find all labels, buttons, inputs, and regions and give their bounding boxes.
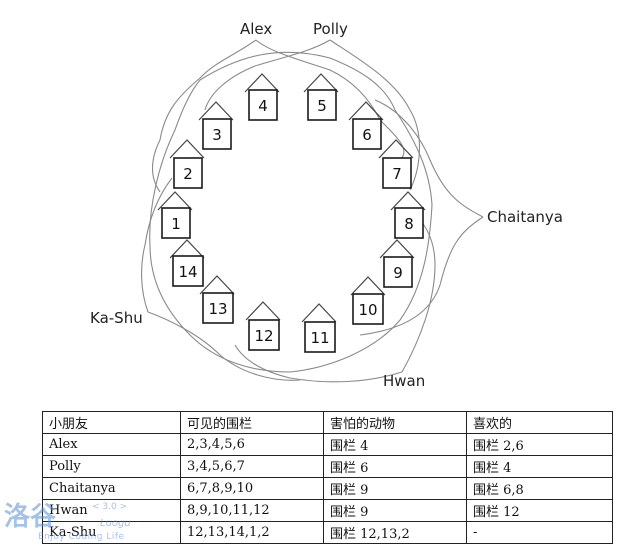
pen-3: 3 (198, 101, 234, 150)
table-row: Chaitanya 6,7,8,9,10 围栏 9 围栏 6,8 (42, 477, 613, 500)
pen-number: 9 (393, 264, 403, 282)
header-child: 小朋友 (42, 411, 181, 434)
cell-visible: 12,13,14,1,2 (180, 521, 324, 544)
children-preferences-table: 小朋友 可见的围栏 害怕的动物 喜欢的 Alex 2,3,4,5,6 围栏 4 … (42, 411, 613, 544)
pen-13: 13 (199, 275, 235, 324)
pen-number: 6 (362, 126, 372, 144)
pen-number: 4 (258, 97, 268, 115)
cell-liked: 围栏 4 (466, 455, 613, 478)
child-label-alex: Alex (240, 20, 272, 38)
cell-feared: 围栏 4 (323, 433, 467, 456)
watermark-logo: 洛谷 (4, 502, 57, 532)
zoo-pens-diagram: Alex Polly Chaitanya Hwan Ka-Shu 1 2 3 4… (90, 20, 563, 390)
cell-child: Chaitanya (42, 477, 181, 500)
pen-number: 8 (404, 215, 414, 233)
outer-enclosure (149, 51, 433, 373)
pen-number: 12 (254, 327, 273, 345)
cell-feared: 围栏 9 (323, 477, 467, 500)
kashu-sight-line (141, 177, 301, 381)
pen-10: 10 (350, 276, 386, 325)
pen-number: 1 (171, 215, 181, 233)
table-row: Hwan 8,9,10,11,12 围栏 9 围栏 12 (42, 499, 613, 522)
cell-liked: 围栏 12 (466, 499, 613, 522)
polly-sight-line (204, 39, 420, 191)
pen-number: 3 (212, 126, 222, 144)
cell-liked: - (466, 521, 613, 544)
watermark-tagline: Enjoy Coding Life (38, 532, 125, 542)
pen-2: 2 (169, 139, 205, 189)
pen-number: 2 (183, 165, 193, 183)
pen-number: 7 (392, 165, 402, 183)
cell-child: Polly (42, 455, 181, 478)
chaitanya-sight-line (359, 99, 484, 336)
child-label-hwan: Hwan (383, 372, 425, 390)
cell-liked: 围栏 6,8 (466, 477, 613, 500)
table-row: Alex 2,3,4,5,6 围栏 4 围栏 2,6 (42, 433, 613, 456)
pen-number: 11 (310, 329, 329, 347)
watermark-name: Luogu (100, 518, 131, 529)
pen-number: 13 (208, 300, 227, 318)
pen-9: 9 (379, 239, 415, 288)
cell-feared: 围栏 6 (323, 455, 467, 478)
cell-child: Alex (42, 433, 181, 456)
pen-7: 7 (378, 139, 414, 189)
pen-1: 1 (157, 191, 193, 239)
pen-number: 5 (317, 97, 327, 115)
pen-8: 8 (390, 191, 426, 239)
child-label-chaitanya: Chaitanya (487, 208, 563, 226)
pen-4: 4 (244, 73, 280, 121)
cell-feared: 围栏 12,13,2 (323, 521, 467, 544)
cell-liked: 围栏 2,6 (466, 433, 613, 456)
pen-6: 6 (348, 101, 384, 150)
cell-visible: 6,7,8,9,10 (180, 477, 324, 500)
pen-14: 14 (169, 239, 205, 287)
child-label-polly: Polly (313, 20, 348, 38)
watermark-version: < 3.0 > (92, 502, 128, 512)
pen-11: 11 (301, 303, 337, 353)
header-feared-animals: 害怕的动物 (323, 411, 467, 434)
cell-visible: 8,9,10,11,12 (180, 499, 324, 522)
header-visible-pens: 可见的围栏 (180, 411, 324, 434)
table-row: Polly 3,4,5,6,7 围栏 6 围栏 4 (42, 455, 613, 478)
pen-number: 10 (358, 301, 377, 319)
child-label-kashu: Ka-Shu (90, 309, 143, 327)
pen-12: 12 (245, 301, 281, 351)
table-row: Ka-Shu 12,13,14,1,2 围栏 12,13,2 - (42, 521, 613, 544)
pen-5: 5 (303, 73, 339, 121)
table-header-row: 小朋友 可见的围栏 害怕的动物 喜欢的 (42, 411, 613, 434)
alex-sight-line (151, 39, 405, 193)
pen-number: 14 (178, 263, 197, 281)
header-liked: 喜欢的 (466, 411, 613, 434)
cell-visible: 2,3,4,5,6 (180, 433, 324, 456)
luogu-watermark: 洛谷 < 3.0 > Luogu Enjoy Coding Life (0, 492, 160, 545)
cell-visible: 3,4,5,6,7 (180, 455, 324, 478)
cell-feared: 围栏 9 (323, 499, 467, 522)
